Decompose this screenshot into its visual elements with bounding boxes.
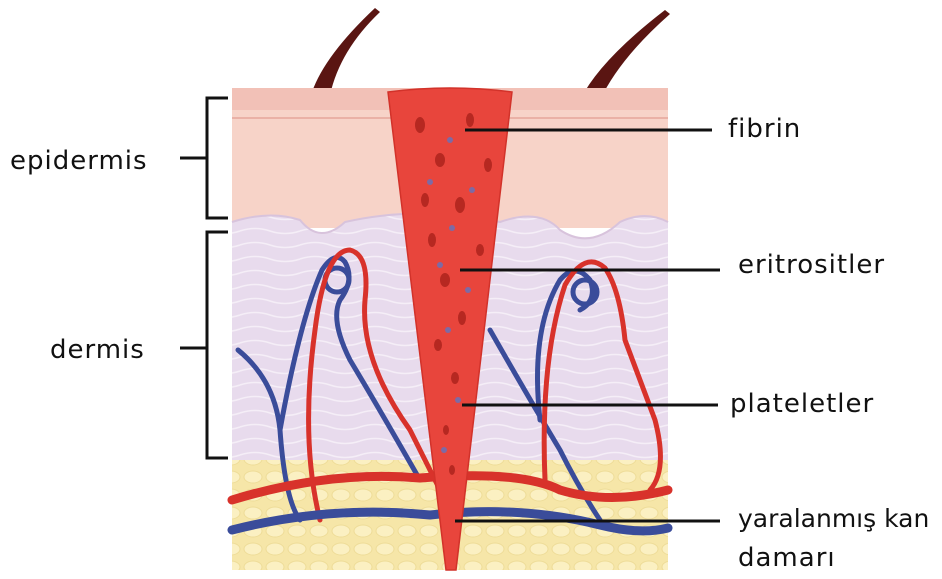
label-fibrin: fibrin [728,116,801,142]
hair-left [312,8,380,95]
label-vessel-line2: damarı [738,545,836,571]
label-epidermis: epidermis [10,148,148,174]
label-eritrositler: eritrositler [738,252,885,278]
label-vessel-line1: yaralanmış kan [738,506,929,531]
dermis-bracket [180,232,228,458]
label-plateletler: plateletler [730,391,874,417]
hair-right [580,10,670,100]
epidermis-bracket [180,98,228,218]
label-dermis: dermis [50,337,145,363]
